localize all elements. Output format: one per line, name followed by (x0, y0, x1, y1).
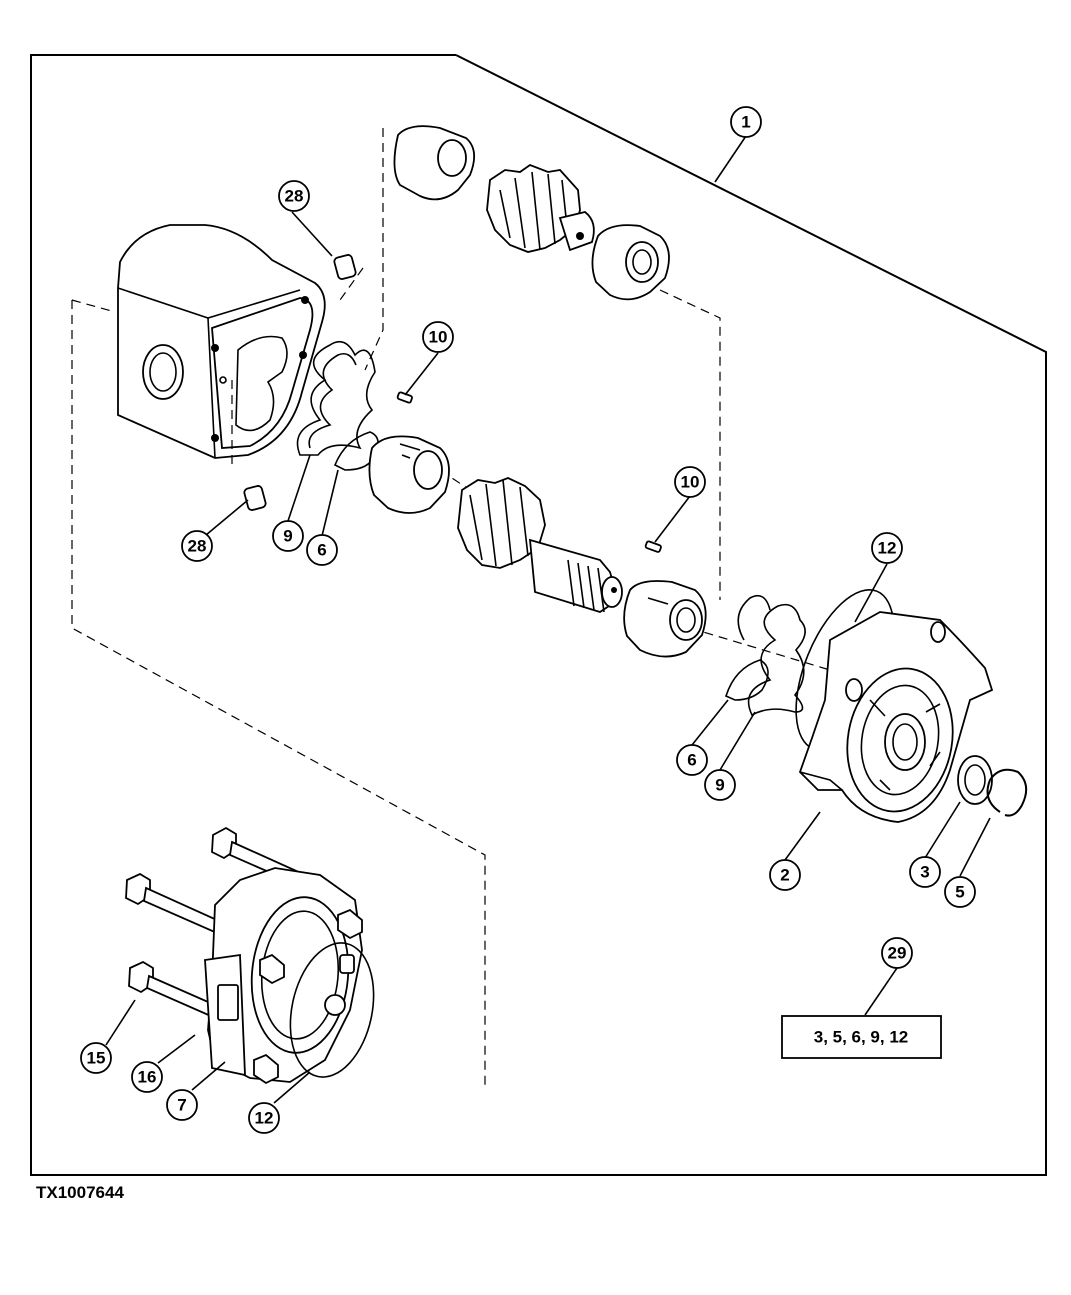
callout-7: 7 (166, 1089, 198, 1121)
seal-9-left (296, 340, 376, 456)
key-10-left (396, 391, 413, 404)
rear-flange (204, 867, 363, 1085)
lower-bearing-block-left (368, 435, 450, 514)
svg-text:28: 28 (188, 537, 207, 556)
callout-5: 5 (944, 876, 976, 908)
callout-12-left: 12 (248, 1102, 280, 1134)
svg-text:3, 5, 6, 9, 12: 3, 5, 6, 9, 12 (814, 1028, 909, 1047)
callout-2: 2 (769, 859, 801, 891)
callout-10-right: 10 (674, 466, 706, 498)
pump-housing (117, 224, 326, 459)
svg-text:12: 12 (878, 539, 897, 558)
callout-16: 16 (131, 1061, 163, 1093)
svg-text:9: 9 (715, 776, 724, 795)
svg-text:12: 12 (255, 1109, 274, 1128)
svg-text:5: 5 (955, 883, 964, 902)
leader-lines (105, 135, 991, 1104)
svg-text:7: 7 (177, 1096, 186, 1115)
lower-drive-gear-shaft (457, 477, 623, 613)
svg-text:10: 10 (429, 328, 448, 347)
svg-text:3: 3 (920, 863, 929, 882)
seal-6-right (725, 659, 769, 701)
dowel-pin-upper (333, 254, 357, 280)
svg-text:29: 29 (888, 944, 907, 963)
svg-text:2: 2 (780, 866, 789, 885)
svg-text:10: 10 (681, 473, 700, 492)
svg-text:15: 15 (87, 1049, 106, 1068)
figure-id: TX1007644 (36, 1183, 124, 1202)
callout-12-right: 12 (871, 532, 903, 564)
callout-6-left: 6 (306, 534, 338, 566)
svg-text:9: 9 (283, 527, 292, 546)
svg-text:16: 16 (138, 1068, 157, 1087)
seal-9-right (737, 594, 806, 717)
snap-ring-5 (986, 768, 1028, 817)
callout-9-left: 9 (272, 520, 304, 552)
upper-bearing-block-left (393, 125, 476, 201)
callout-10-left: 10 (422, 321, 454, 353)
callout-15: 15 (80, 1042, 112, 1074)
callout-3: 3 (909, 856, 941, 888)
svg-text:6: 6 (317, 541, 326, 560)
callout-29: 29 (881, 937, 913, 969)
svg-text:6: 6 (687, 751, 696, 770)
front-cover (798, 611, 994, 823)
dowel-pin-lower (243, 485, 267, 511)
alignment-lines (71, 128, 831, 1090)
lower-bearing-block-right (623, 580, 707, 658)
seal-kit-box: 3, 5, 6, 9, 12 (781, 1015, 942, 1059)
callout-6-right: 6 (676, 744, 708, 776)
upper-drive-gear (486, 163, 595, 253)
callout-1: 1 (730, 106, 762, 138)
upper-bearing-block-right (591, 224, 670, 301)
cap-screws-15 (125, 826, 314, 1019)
key-10-right (644, 540, 662, 553)
svg-text:28: 28 (285, 187, 304, 206)
svg-text:1: 1 (741, 113, 750, 132)
callout-9-right: 9 (704, 769, 736, 801)
o-ring-12-left (289, 942, 375, 1078)
callout-28-lower: 28 (181, 530, 213, 562)
shaft-seal-3 (957, 755, 993, 805)
callout-28-upper: 28 (278, 180, 310, 212)
diagram-frame (30, 54, 1047, 1176)
